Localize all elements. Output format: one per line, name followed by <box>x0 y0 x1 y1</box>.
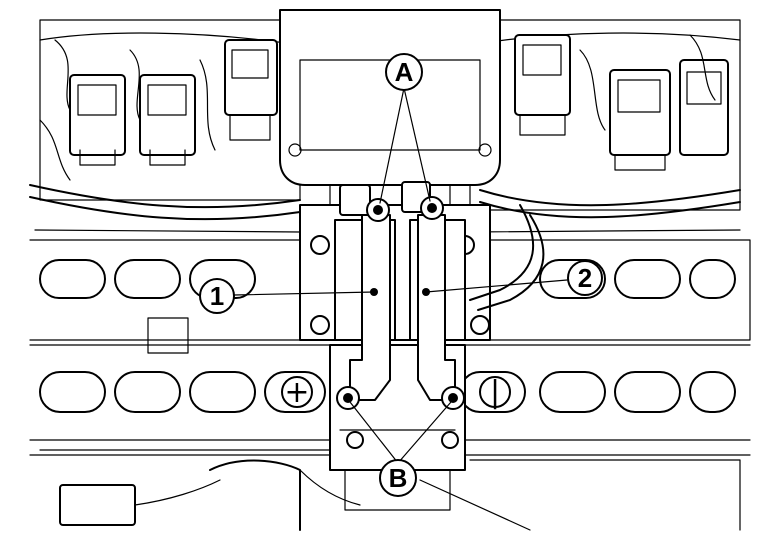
left-relay-1 <box>69 74 126 166</box>
leader-1 <box>233 291 375 296</box>
nut-a-right <box>401 181 444 220</box>
leader-b-left <box>349 401 399 464</box>
callout-b: B <box>379 459 417 497</box>
negative-symbol: | <box>490 375 500 410</box>
leader-lines <box>233 87 568 464</box>
wiring-harness <box>39 34 716 181</box>
callout-2: 2 <box>567 260 603 296</box>
callout-b-label: B <box>389 463 408 493</box>
positive-symbol-ring <box>281 376 313 408</box>
callout-1: 1 <box>199 278 235 314</box>
bracket-bolt-br <box>470 315 490 335</box>
callout-1-circle <box>199 278 235 314</box>
callout-a: A <box>385 53 423 91</box>
nut-b-left <box>336 386 360 410</box>
bottom-connector <box>59 484 136 526</box>
callout-b-circle <box>379 459 417 497</box>
callout-2-circle <box>567 260 603 296</box>
leader-b-right <box>397 401 452 464</box>
leader-a-left <box>379 87 405 204</box>
bus-bar-1 <box>349 214 391 401</box>
central-bracket <box>299 204 491 341</box>
left-relay-3 <box>224 39 278 141</box>
leader-a-right <box>403 87 431 202</box>
callout-2-label: 2 <box>578 263 592 293</box>
callout-1-label: 1 <box>210 281 224 311</box>
right-relay-1 <box>514 34 571 136</box>
ground-wires <box>469 204 545 311</box>
leader-1-dot <box>370 288 378 296</box>
upper-module-stack <box>29 19 741 233</box>
positive-symbol: + <box>284 375 309 410</box>
leader-2 <box>425 279 568 293</box>
leader-2-dot <box>422 288 430 296</box>
nut-a-left <box>339 184 390 222</box>
tray <box>29 239 751 456</box>
bus-bar-2 <box>417 214 456 401</box>
nut-b-right <box>441 386 465 410</box>
bracket-bolt-tl <box>310 235 330 255</box>
left-relay-2 <box>139 74 196 166</box>
polarity-symbols: + | <box>281 375 511 410</box>
callout-a-circle <box>385 53 423 91</box>
bottom-components <box>39 449 741 531</box>
right-relay-2 <box>609 69 671 171</box>
center-top-cover <box>279 9 501 211</box>
right-relay-3 <box>679 59 729 156</box>
callout-a-label: A <box>395 57 414 87</box>
bracket-bolt-bl <box>310 315 330 335</box>
negative-symbol-ring <box>479 376 511 408</box>
